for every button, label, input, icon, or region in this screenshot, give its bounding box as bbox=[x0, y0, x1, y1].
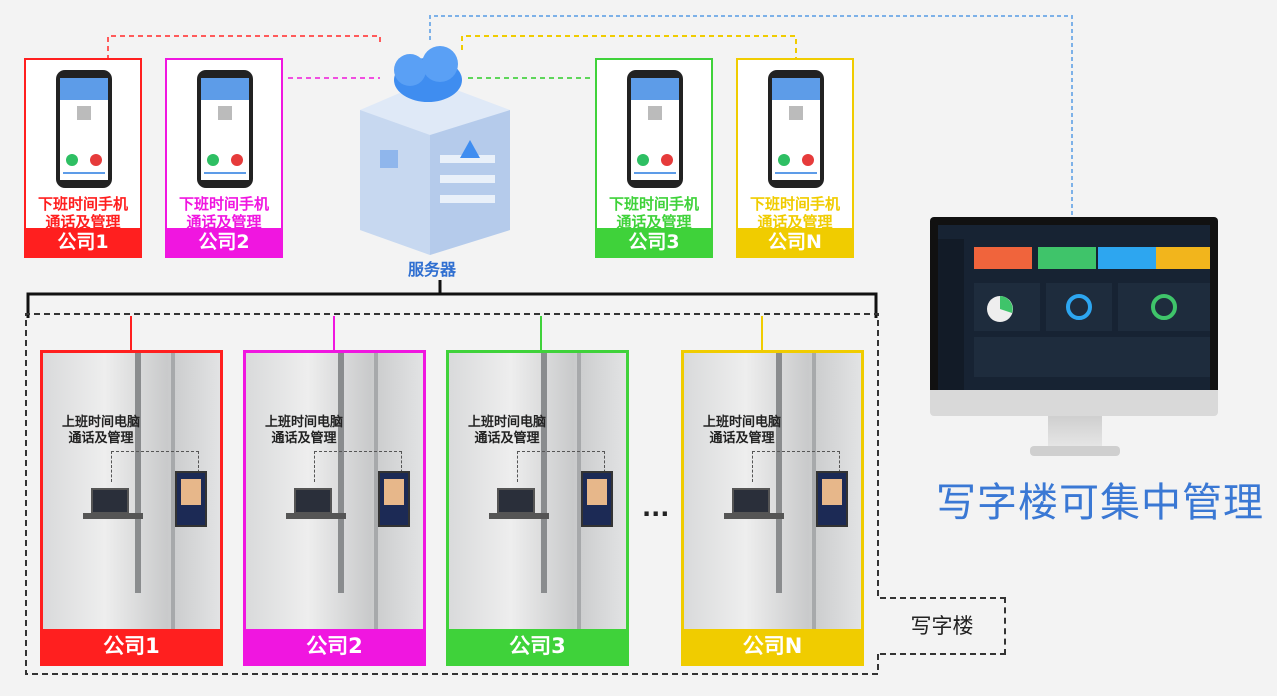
office-panel-company-3: 上班时间电脑通话及管理 公司3 bbox=[446, 350, 629, 666]
office-desc-line2: 通话及管理 bbox=[457, 431, 557, 447]
monitor-icon bbox=[930, 217, 1218, 399]
smartphone-icon bbox=[197, 70, 253, 188]
computer-icon bbox=[497, 488, 535, 514]
phone-card-company-3: 下班时间手机通话及管理 公司3 bbox=[595, 58, 713, 258]
office-panel-company-n: 上班时间电脑通话及管理 公司N bbox=[681, 350, 864, 666]
office-desc-line2: 通话及管理 bbox=[254, 431, 354, 447]
phone-card-company-2: 下班时间手机通话及管理 公司2 bbox=[165, 58, 283, 258]
office-desc-line1: 上班时间电脑 bbox=[254, 415, 354, 431]
computer-icon bbox=[91, 488, 129, 514]
building-label: 写字楼 bbox=[880, 597, 1006, 655]
face-terminal-icon bbox=[581, 471, 613, 527]
phone-card-company-1: 下班时间手机通话及管理 公司1 bbox=[24, 58, 142, 258]
face-terminal-icon bbox=[378, 471, 410, 527]
smartphone-icon bbox=[56, 70, 112, 188]
company-label: 公司1 bbox=[43, 629, 220, 663]
office-desc-line1: 上班时间电脑 bbox=[457, 415, 557, 431]
company-label: 公司3 bbox=[449, 629, 626, 663]
more-companies-ellipsis: ··· bbox=[642, 500, 669, 528]
company-label: 公司2 bbox=[246, 629, 423, 663]
office-desc-line2: 通话及管理 bbox=[51, 431, 151, 447]
company-label: 公司1 bbox=[26, 228, 140, 256]
face-terminal-icon bbox=[175, 471, 207, 527]
central-management-title: 写字楼可集中管理 bbox=[936, 470, 1264, 528]
phone-card-desc-line1: 下班时间手机 bbox=[26, 195, 140, 213]
smartphone-icon bbox=[768, 70, 824, 188]
smartphone-icon bbox=[627, 70, 683, 188]
office-desc-line1: 上班时间电脑 bbox=[692, 415, 792, 431]
phone-card-desc-line1: 下班时间手机 bbox=[738, 195, 852, 213]
office-desc-line1: 上班时间电脑 bbox=[51, 415, 151, 431]
office-panel-company-1: 上班时间电脑通话及管理 公司1 bbox=[40, 350, 223, 666]
office-panel-company-2: 上班时间电脑通话及管理 公司2 bbox=[243, 350, 426, 666]
company-label: 公司2 bbox=[167, 228, 281, 256]
server-label: 服务器 bbox=[408, 256, 456, 280]
phone-card-desc-line1: 下班时间手机 bbox=[167, 195, 281, 213]
server-icon bbox=[340, 40, 520, 255]
phone-card-desc-line1: 下班时间手机 bbox=[597, 195, 711, 213]
company-label: 公司3 bbox=[597, 228, 711, 256]
dashboard-screen bbox=[938, 225, 1210, 391]
computer-icon bbox=[294, 488, 332, 514]
company-label: 公司N bbox=[738, 228, 852, 256]
computer-icon bbox=[732, 488, 770, 514]
office-desc-line2: 通话及管理 bbox=[692, 431, 792, 447]
phone-card-company-n: 下班时间手机通话及管理 公司N bbox=[736, 58, 854, 258]
face-terminal-icon bbox=[816, 471, 848, 527]
company-label: 公司N bbox=[684, 629, 861, 663]
